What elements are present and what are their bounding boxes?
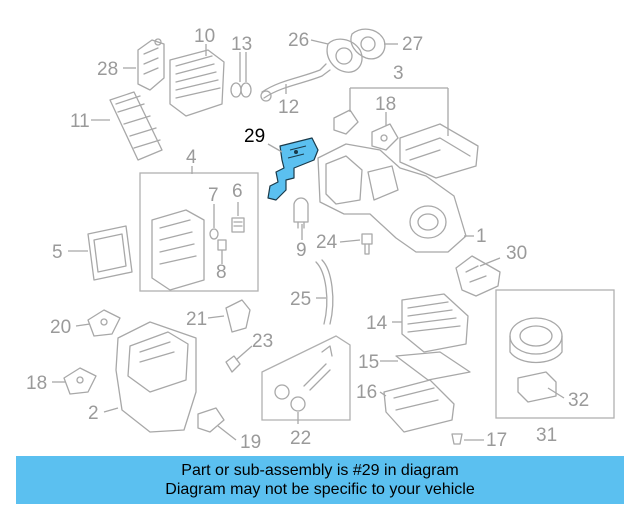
callout-27: 27 [402,34,423,55]
callout-10: 10 [194,26,215,47]
callout-32: 32 [568,390,589,411]
part-32-resistor [517,371,557,403]
part-17-clip [451,433,463,445]
callout-24: 24 [316,232,338,253]
banner-line-2: Diagram may not be specific to your vehi… [165,481,475,498]
callout-11: 11 [70,111,90,132]
callout-18-lower: 18 [26,373,47,394]
part-18-actuator-lower [63,367,97,395]
part-29-highlighted-bracket [267,137,319,201]
part-5-filter-frame [87,225,133,281]
callout-12: 12 [278,97,299,118]
callout-17: 17 [486,430,507,451]
part-12-pipe [260,63,331,102]
part-14-filter [401,293,469,353]
part-7-o-ring [209,228,219,240]
callout-6: 6 [232,181,243,202]
part-18-sensor-top [371,123,399,151]
callout-7: 7 [208,185,219,206]
callout-31: 31 [536,425,557,446]
callout-15: 15 [358,352,379,373]
part-27-gasket [350,28,386,60]
part-23-sensor [225,355,241,373]
part-1-hvac-housing [317,143,467,253]
part-13-o-rings [230,82,252,98]
part-6-valve [231,217,245,233]
part-26-gasket [326,38,363,73]
part-10-filter [169,49,225,117]
part-2-lower-housing [115,321,197,433]
group-box-31 [495,289,615,419]
callout-26: 26 [288,30,309,51]
callout-1: 1 [476,226,487,247]
callout-14: 14 [366,313,388,334]
part-19-bracket [197,407,225,433]
callout-25: 25 [290,289,311,310]
callout-16: 16 [356,382,377,403]
part-28-bracket [137,38,165,91]
callout-4: 4 [186,147,197,168]
part-4-evaporator [151,209,205,291]
part-11-heater-core [109,91,163,161]
callout-30: 30 [506,243,527,264]
part-8-plug [217,239,227,251]
part-3-actuator [333,109,479,179]
callout-3: 3 [393,63,404,84]
group-box-22 [261,335,351,421]
part-15-cover [395,351,471,381]
group-box-4 [139,172,259,292]
parts-diagram: 28 10 13 11 12 26 27 3 18 29 4 7 6 8 5 9… [26,26,615,453]
part-25-drain-hose [315,259,334,325]
info-banner: Part or sub-assembly is #29 in diagram D… [16,456,624,504]
part-31-blower-motor [509,317,563,364]
callout-5: 5 [52,242,63,263]
part-16-duct [383,379,455,433]
callout-18-top: 18 [375,94,396,115]
callout-22: 22 [290,428,311,449]
callout-23: 23 [252,331,273,352]
banner-line-1: Part or sub-assembly is #29 in diagram [181,462,459,479]
callout-8: 8 [216,262,227,283]
part-20-actuator [87,309,121,337]
callout-2: 2 [88,403,99,424]
callout-9: 9 [296,240,307,261]
callout-13: 13 [231,34,252,55]
callout-29: 29 [244,126,265,147]
part-30-bracket [455,255,501,297]
part-22-actuator-kit [274,345,333,412]
part-21-bracket [225,299,251,333]
callout-28: 28 [97,59,118,80]
callout-19: 19 [240,432,261,453]
part-24-bolt [361,233,373,255]
callout-20: 20 [50,317,71,338]
callout-21: 21 [186,309,207,330]
part-9-sensor [293,197,309,229]
